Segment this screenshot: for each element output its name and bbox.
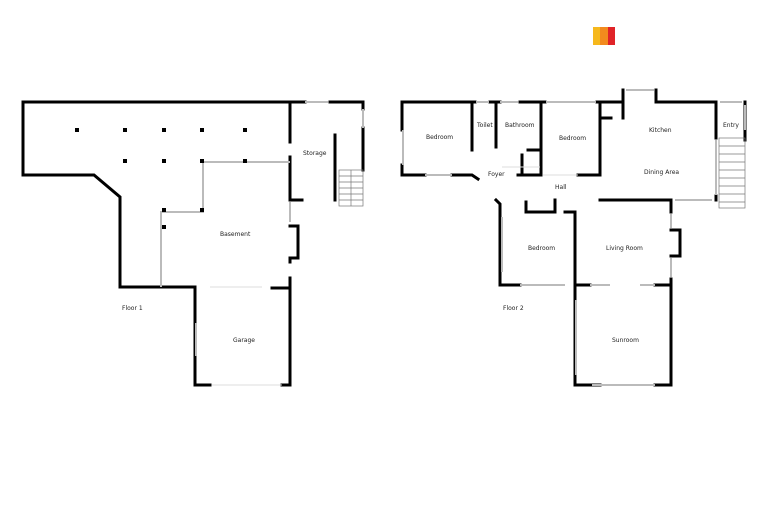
floor-1-partitions [160,101,364,386]
room-label-kitchen: Kitchen [649,127,672,134]
room-label-garage: Garage [233,337,255,344]
floor-2-plan [400,88,747,387]
color-bars-logo-icon [593,27,615,45]
floor-1-stairs [338,169,364,207]
room-labels: Storage Basement Garage Floor 1 Bedroom … [122,122,739,344]
room-label-bedroom-nw: Bedroom [426,134,453,141]
floor-label-2: Floor 2 [503,305,524,312]
room-label-basement: Basement [220,231,251,238]
room-label-toilet: Toilet [476,122,493,129]
floor-1-plan [21,100,365,387]
room-label-sunroom: Sunroom [612,337,639,344]
floor-label-1: Floor 1 [122,305,143,312]
logo-bar-yellow [593,27,601,45]
room-label-entry: Entry [723,122,739,129]
logo-bar-orange [600,27,608,45]
room-label-foyer: Foyer [488,171,505,178]
floor-1-columns [75,128,247,229]
room-label-bathroom: Bathroom [505,122,535,129]
room-label-hall: Hall [555,184,567,191]
logo-bar-red [607,27,615,45]
floor-2-stairs [718,137,746,209]
room-label-bedroom-s: Bedroom [528,245,555,252]
room-label-living-room: Living Room [606,245,643,252]
room-label-storage: Storage [303,150,327,157]
floor-2-windows [402,89,746,386]
room-label-bedroom-n: Bedroom [559,135,586,142]
room-label-dining-area: Dining Area [644,169,679,176]
